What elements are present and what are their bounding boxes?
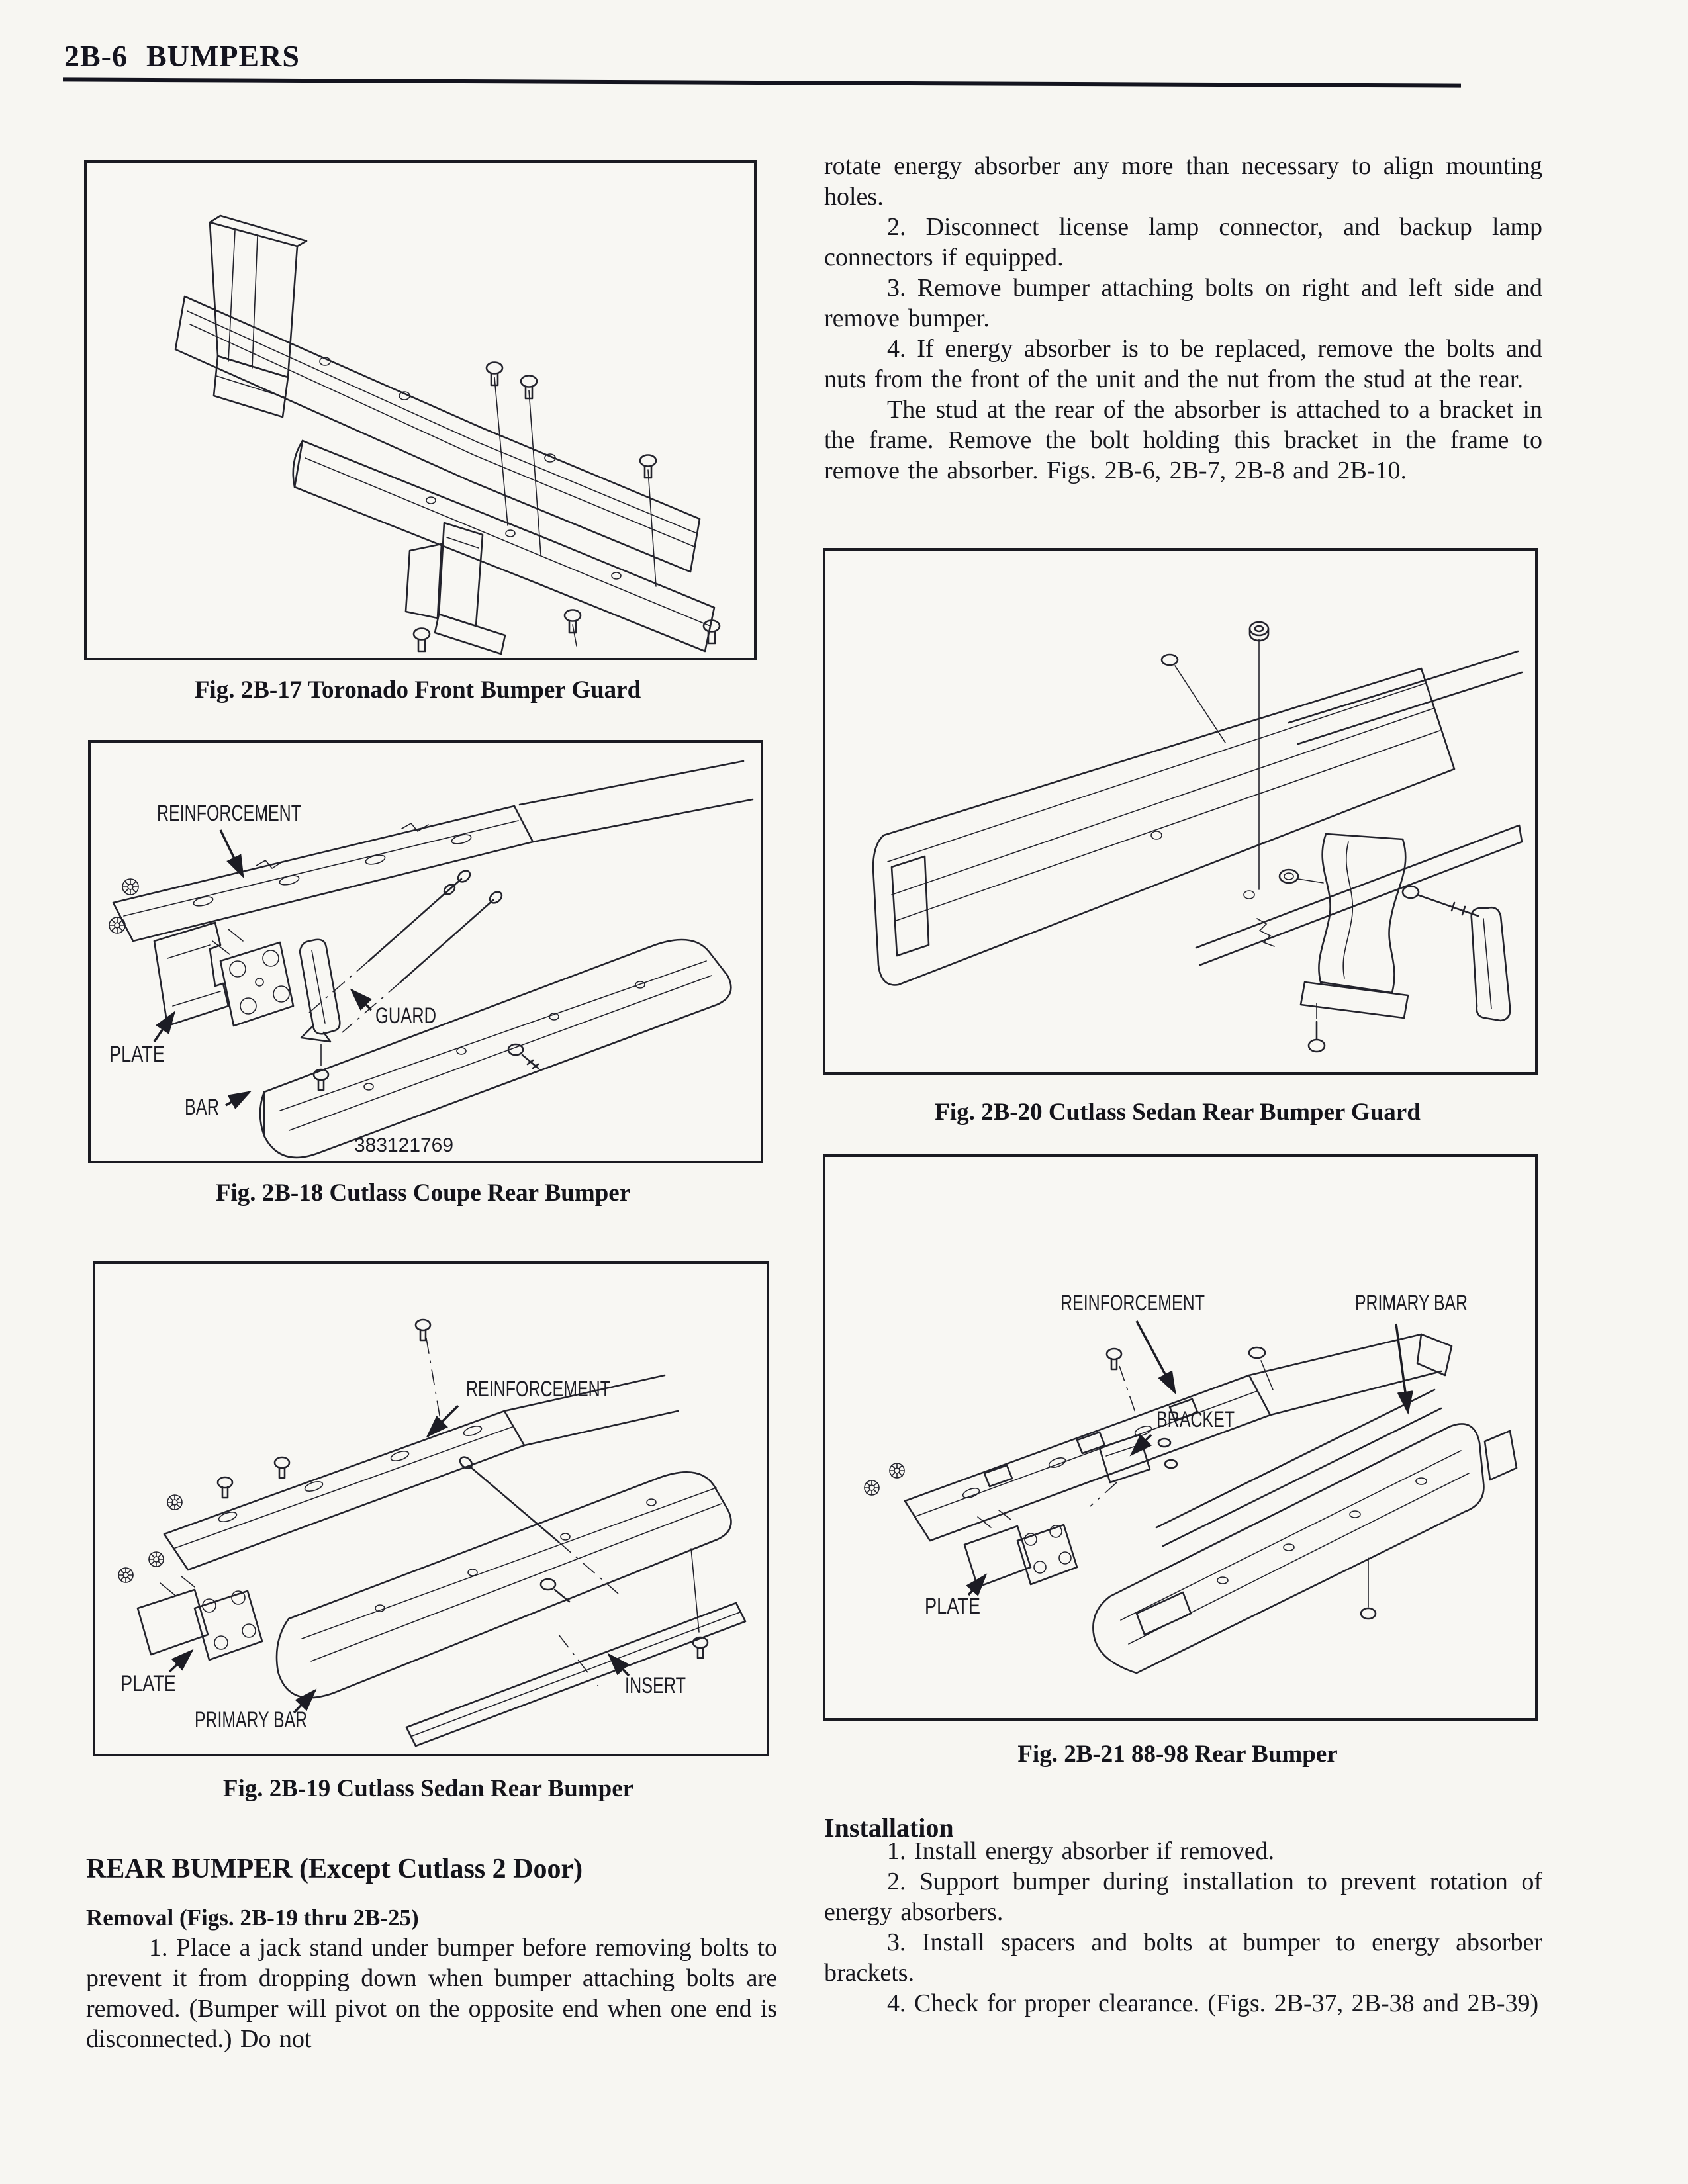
reinforcement-bar <box>864 1333 1453 1542</box>
figure-2b20-caption: Fig. 2B-20 Cutlass Sedan Rear Bumper Gua… <box>935 1099 1421 1126</box>
label-primary-bar: PRIMARY BAR <box>1355 1291 1468 1316</box>
bumper-face-bar <box>292 439 716 653</box>
figure-2b17-drawing <box>174 214 721 655</box>
mounting-bracket <box>404 522 506 655</box>
figure-2b17-caption: Fig. 2B-17 Toronado Front Bumper Guard <box>194 676 641 704</box>
label-plate: PLATE <box>120 1671 176 1696</box>
label-insert: INSERT <box>625 1673 686 1698</box>
label-primary-bar: PRIMARY BAR <box>195 1707 307 1733</box>
plate-assembly <box>109 878 295 1027</box>
primary-bar <box>275 1471 732 1699</box>
removal-step-1: 1. Place a jack stand under bumper befor… <box>86 1933 777 2054</box>
lower-rail <box>1195 824 1523 966</box>
plate-assembly <box>118 1551 263 1661</box>
figure-2b19-drawing: REINFORCEMENT PLATE PRIMARY BAR INSERT <box>118 1318 747 1747</box>
bolt-icon <box>412 361 721 653</box>
plate-assembly <box>963 1510 1078 1588</box>
page-number: 2B-6 <box>64 39 128 73</box>
figure-2b21-labels: REINFORCEMENT PRIMARY BAR BRACKET PLATE <box>925 1291 1468 1619</box>
nut-icon <box>1160 621 1270 890</box>
figure-2b18-labels: REINFORCEMENT PLATE BAR GUARD 383121769 <box>109 801 453 1156</box>
label-plate: PLATE <box>925 1594 980 1619</box>
figure-2b20-box <box>823 548 1538 1075</box>
figure-2b18-drawing: REINFORCEMENT PLATE BAR GUARD 383121769 <box>109 760 754 1159</box>
bumper-bar <box>872 650 1523 986</box>
guard-part <box>299 938 341 1091</box>
paragraph: 4. Check for proper clearance. (Figs. 2B… <box>887 1989 1539 2017</box>
figure-2b19-box: REINFORCEMENT PLATE PRIMARY BAR INSERT <box>93 1261 769 1756</box>
insert-strip <box>405 1602 747 1747</box>
bumper-guard-fin <box>209 214 308 418</box>
page-header: 2B-6 BUMPERS <box>64 38 300 73</box>
figure-2b18-caption: Fig. 2B-18 Cutlass Coupe Rear Bumper <box>215 1179 631 1206</box>
figure-2b21-caption: Fig. 2B-21 88-98 Rear Bumper <box>1017 1741 1338 1768</box>
reinforcement-bar <box>112 760 754 942</box>
paragraph: 2. Support bumper during installation to… <box>824 1868 1542 1926</box>
upper-rail <box>174 295 701 573</box>
figure-2b21-box: REINFORCEMENT PRIMARY BAR BRACKET PLATE <box>823 1154 1538 1721</box>
primary-bar <box>1092 1388 1518 1674</box>
label-guard: GUARD <box>375 1003 436 1028</box>
subsection-heading-removal: Removal (Figs. 2B-19 thru 2B-25) <box>86 1905 419 1931</box>
section-heading-installation: Installation <box>824 1813 954 1843</box>
figure-2b18-box: REINFORCEMENT PLATE BAR GUARD 383121769 <box>88 740 763 1163</box>
part-number: 383121769 <box>354 1134 453 1156</box>
figure-2b20-drawing <box>872 621 1523 1053</box>
figure-2b21-drawing: REINFORCEMENT PRIMARY BAR BRACKET PLATE <box>864 1291 1518 1674</box>
guard-pedestal <box>1256 833 1511 1053</box>
attachment-bolts <box>308 870 539 1069</box>
label-reinforcement: REINFORCEMENT <box>466 1377 610 1402</box>
paragraph: 3. Remove bumper attaching bolts on righ… <box>824 274 1542 332</box>
bumper-bar <box>259 938 732 1159</box>
paragraph: 4. If energy absorber is to be replaced,… <box>824 335 1542 393</box>
figure-2b17-box <box>84 160 757 660</box>
reinforcement-bar <box>163 1374 679 1571</box>
paragraph: 3. Install spacers and bolts at bumper t… <box>824 1929 1542 1987</box>
paragraph: rotate energy absorber any more than nec… <box>824 152 1542 210</box>
label-bar: BAR <box>185 1095 219 1120</box>
label-reinforcement: REINFORCEMENT <box>1060 1291 1205 1316</box>
installation-steps: 1. Install energy absorber if removed. 2… <box>824 1836 1542 2019</box>
paragraph: 1. Install energy absorber if removed. <box>887 1837 1275 1865</box>
label-plate: PLATE <box>109 1042 165 1067</box>
page-title: BUMPERS <box>146 39 300 73</box>
paragraph: 1. Place a jack stand under bumper befor… <box>86 1934 777 2053</box>
label-bracket: BRACKET <box>1156 1407 1235 1432</box>
figure-2b19-caption: Fig. 2B-19 Cutlass Sedan Rear Bumper <box>222 1775 634 1802</box>
figure-2b19-labels: REINFORCEMENT PLATE PRIMARY BAR INSERT <box>120 1377 686 1733</box>
label-reinforcement: REINFORCEMENT <box>157 801 301 826</box>
top-bolt-icon <box>414 1318 442 1424</box>
header-rule <box>62 77 1462 88</box>
paragraph: 2. Disconnect license lamp connector, an… <box>824 213 1542 271</box>
attachment-bolts <box>459 1456 709 1659</box>
paragraph: The stud at the rear of the absorber is … <box>824 396 1542 484</box>
removal-continuation-text: rotate energy absorber any more than nec… <box>824 151 1542 486</box>
section-heading-rear-bumper: REAR BUMPER (Except Cutlass 2 Door) <box>86 1854 583 1884</box>
